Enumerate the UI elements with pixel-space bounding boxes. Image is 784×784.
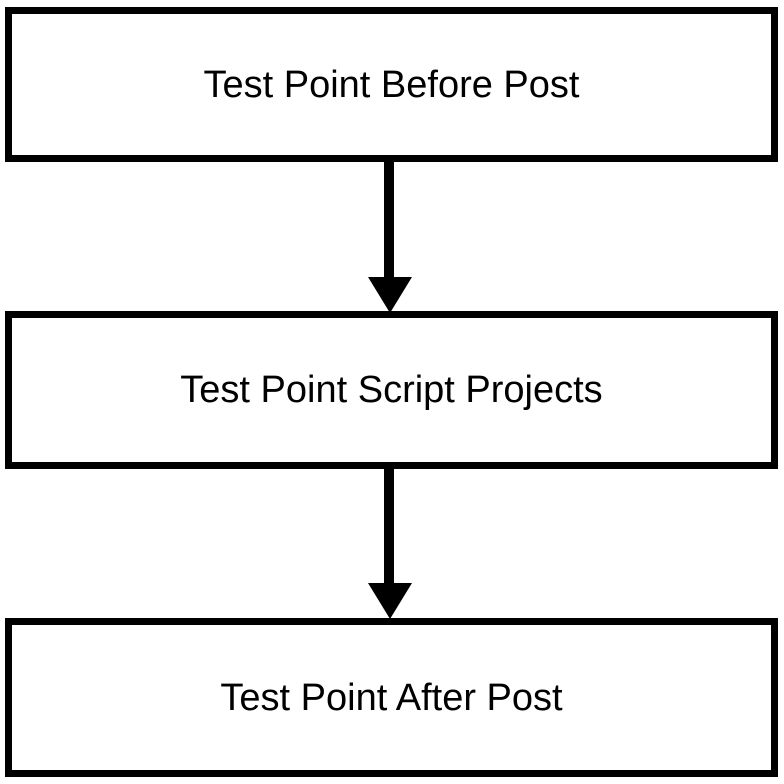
arrowhead-down-icon	[368, 277, 412, 313]
flow-node-label: Test Point Script Projects	[180, 369, 603, 411]
flow-node-label: Test Point After Post	[220, 676, 563, 719]
flow-node-label: Test Point Before Post	[203, 63, 580, 106]
connector-arrow-script-to-after	[368, 466, 412, 619]
flow-node-after-post[interactable]: Test Point After Post	[5, 618, 778, 777]
flow-node-before-post[interactable]: Test Point Before Post	[5, 7, 778, 162]
flow-node-script-projects[interactable]: Test Point Script Projects	[5, 311, 778, 469]
connector-arrow-before-to-script	[368, 158, 412, 313]
arrowhead-down-icon	[368, 583, 412, 619]
